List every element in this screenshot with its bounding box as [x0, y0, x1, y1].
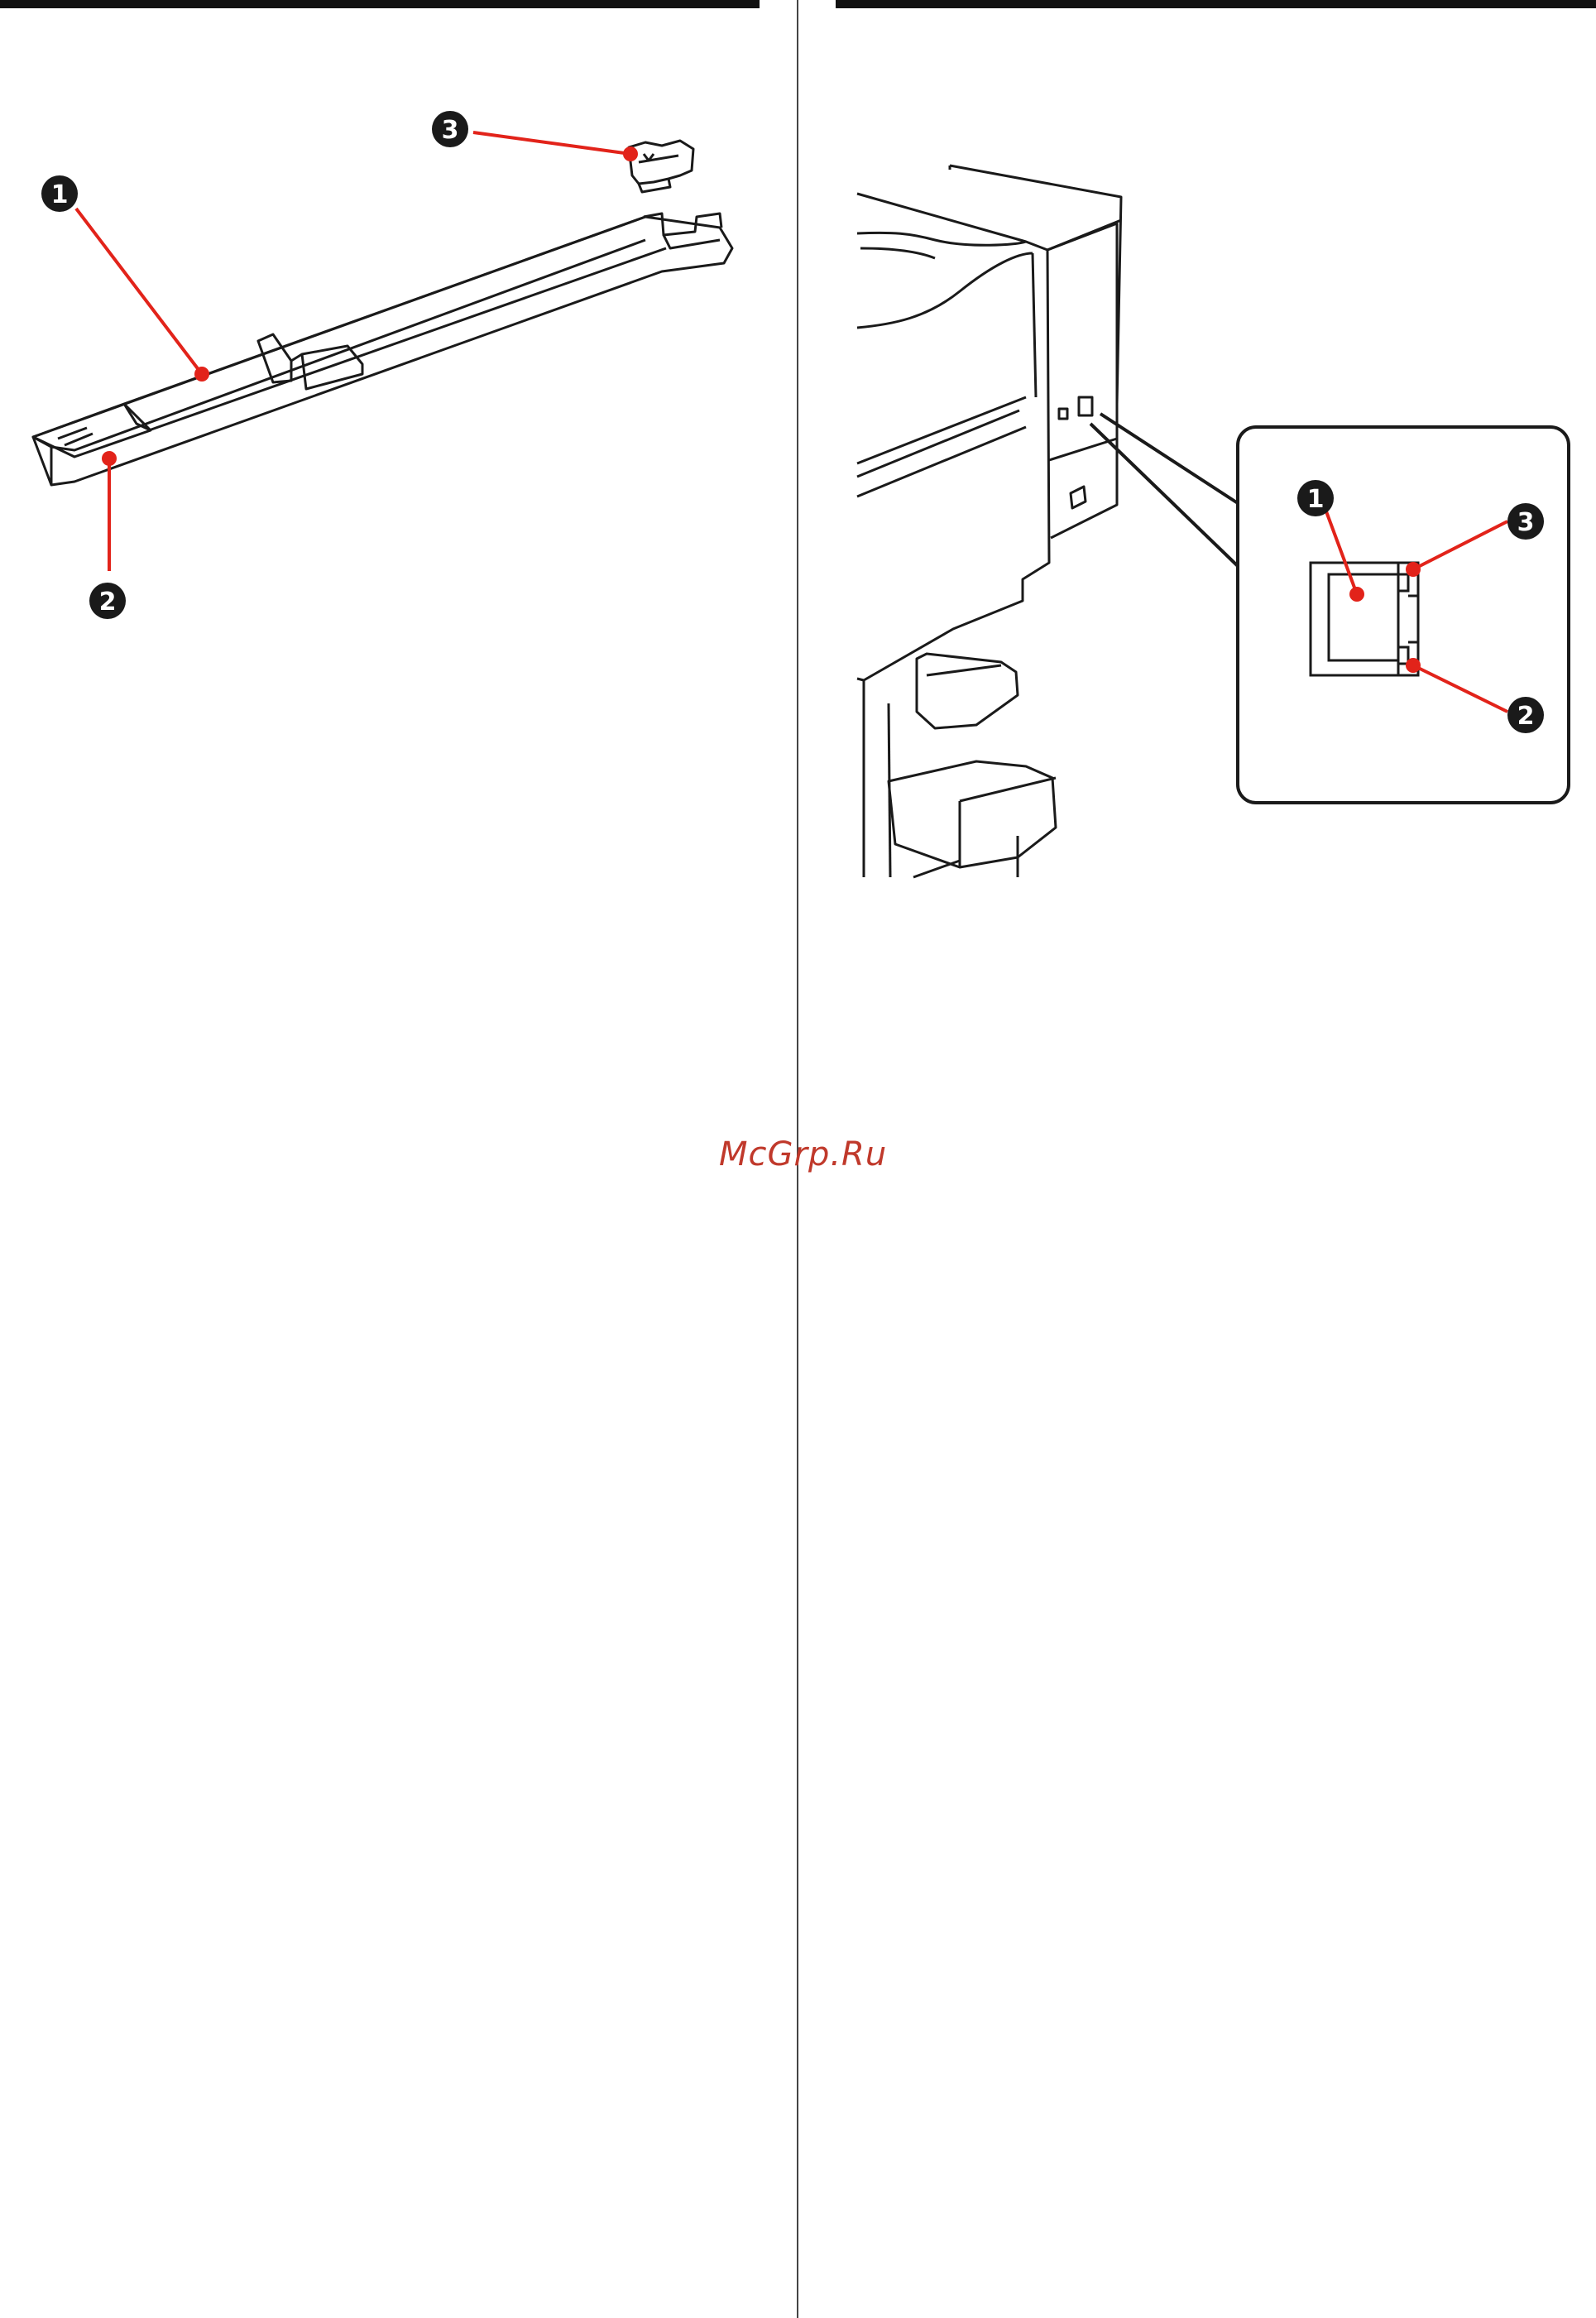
port-detail-frame — [1238, 427, 1569, 803]
detail-callout-1-number: 1 — [1307, 485, 1325, 514]
printer-port-illustration: 1 3 2 — [0, 0, 1596, 910]
detail-callout-2: 2 — [1507, 697, 1544, 733]
detail-leader-dot-2 — [1407, 660, 1419, 671]
detail-callout-3: 3 — [1507, 503, 1544, 540]
watermark-text: McGrp.Ru — [719, 1135, 887, 1173]
detail-callout-3-number: 3 — [1517, 508, 1535, 537]
detail-callout-2-number: 2 — [1517, 702, 1535, 731]
detail-leader-dot-1 — [1351, 588, 1363, 600]
detail-leader-dot-3 — [1407, 564, 1419, 575]
detail-callout-1: 1 — [1297, 480, 1334, 516]
